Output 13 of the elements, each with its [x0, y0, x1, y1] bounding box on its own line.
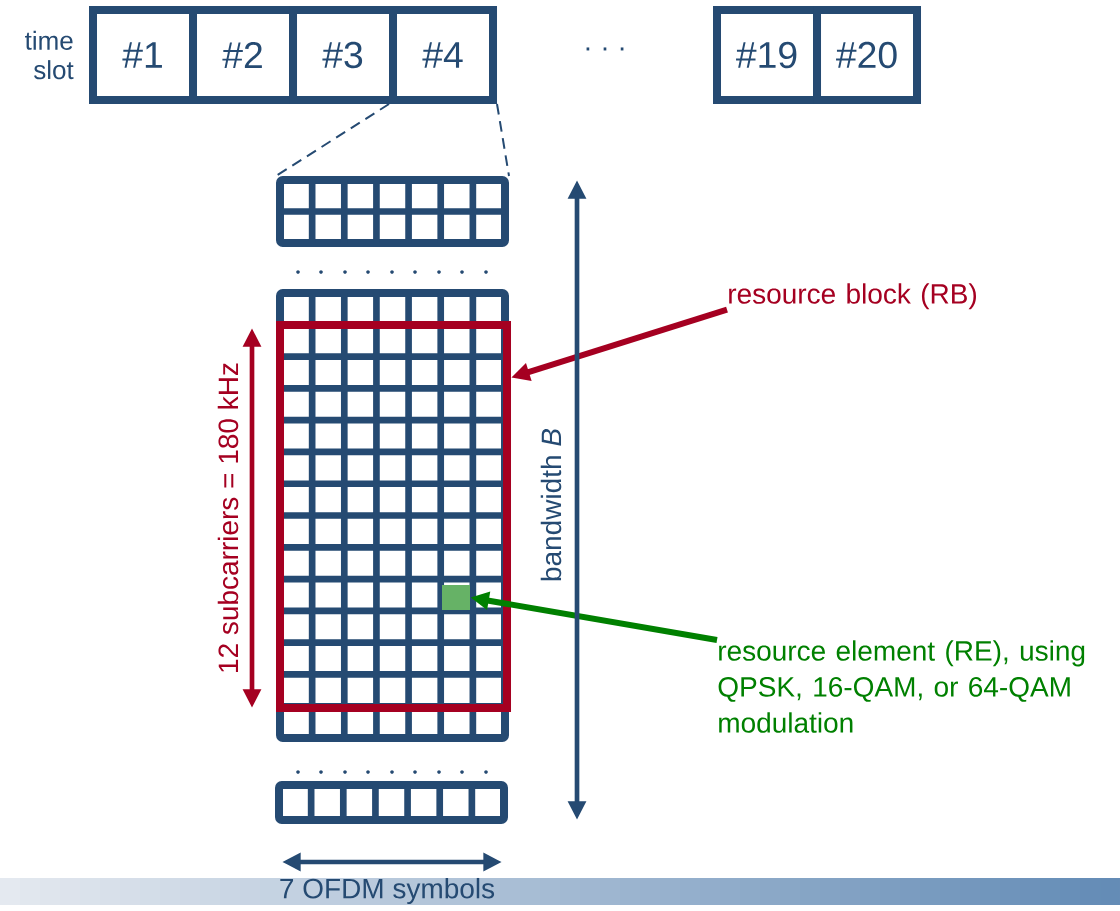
time-slot-box: #20 — [813, 6, 921, 104]
resource-grid — [275, 781, 508, 824]
dashed-line — [275, 103, 390, 177]
dashed-line — [496, 103, 510, 177]
dimension-label: 7 OFDM symbols — [280, 877, 495, 905]
resource-grid — [276, 176, 509, 247]
callout-text: resource element (RE), using QPSK, 16-QAM, or 64-QAM modulation — [718, 640, 1085, 733]
dimension-label: bandwidth B — [540, 428, 562, 581]
ellipsis: · · · — [586, 47, 624, 51]
time-slot-box: #4 — [389, 6, 497, 104]
resource-element-cell — [442, 585, 470, 610]
dimension-label: 12 subcarriers = 180 kHz — [217, 363, 239, 672]
callout-text: resource block (RB) — [729, 283, 976, 310]
